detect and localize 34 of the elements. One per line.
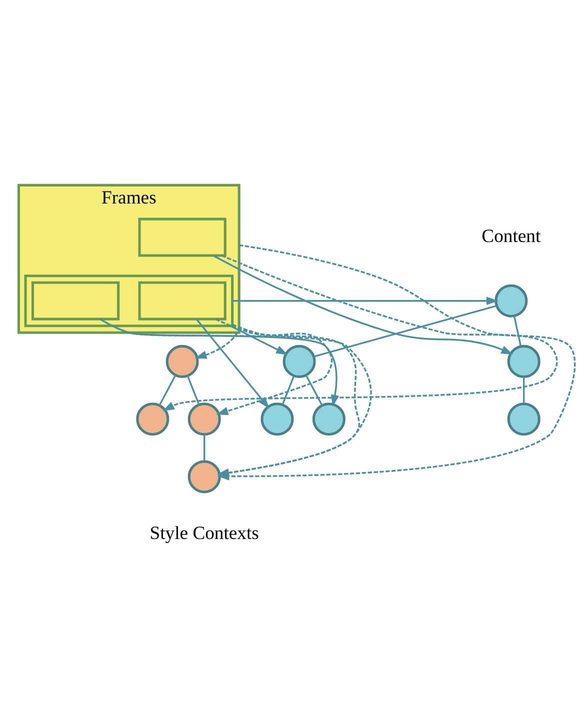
arrow: [162, 254, 558, 411]
connector: [523, 376, 525, 403]
connector: [305, 374, 323, 406]
label: Content: [482, 226, 541, 247]
connector: [186, 375, 200, 404]
node-circle: [507, 402, 540, 436]
label: Style Contexts: [150, 522, 259, 544]
node-circle: [188, 402, 221, 436]
arrow: [216, 323, 333, 414]
connector: [282, 375, 295, 404]
node-box: [138, 217, 226, 256]
node-circle: [494, 284, 528, 317]
node-circle: [166, 344, 199, 378]
arrow: [230, 324, 288, 354]
node-circle: [136, 402, 170, 436]
arrow: [196, 318, 270, 408]
cluster: [24, 274, 234, 327]
node-circle: [260, 402, 294, 436]
node-circle: [507, 344, 540, 378]
node-box: [138, 280, 226, 320]
arrow: [232, 296, 498, 305]
node-circle: [188, 460, 221, 493]
arrow: [213, 254, 514, 354]
connector: [513, 315, 522, 346]
arrow: [100, 318, 372, 476]
node-circle: [312, 402, 346, 436]
arrow: [194, 332, 238, 358]
arrow: [215, 318, 360, 476]
connector: [158, 374, 176, 406]
connector: [204, 434, 206, 461]
connector: [314, 304, 497, 357]
cluster: Frames: [17, 183, 240, 334]
node-box: [31, 280, 120, 320]
node-circle: [282, 344, 316, 378]
